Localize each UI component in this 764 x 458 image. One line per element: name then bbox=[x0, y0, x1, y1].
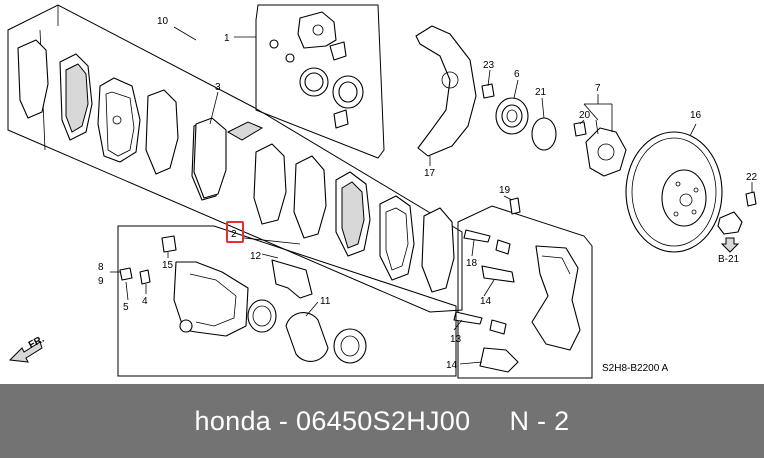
seal-kit-box bbox=[255, 4, 385, 159]
callout-5: 5 bbox=[123, 302, 129, 313]
callout-13: 13 bbox=[450, 334, 462, 345]
figure-code: S2H8-B2200 A bbox=[602, 363, 668, 374]
callout-12: 12 bbox=[250, 251, 262, 262]
hub-bearing bbox=[495, 97, 529, 135]
part-number-banner: honda - 06450S2HJ00 N - 2 bbox=[0, 384, 764, 458]
callout-14-upper: 14 bbox=[480, 296, 492, 307]
callout-23: 23 bbox=[483, 60, 495, 71]
screw-22 bbox=[745, 191, 757, 207]
callout-21: 21 bbox=[535, 87, 547, 98]
callout-10: 10 bbox=[157, 16, 169, 27]
callout-11: 11 bbox=[320, 296, 331, 307]
brake-disc bbox=[625, 131, 723, 253]
callout-22: 22 bbox=[746, 172, 758, 183]
ref-b21: B-21 bbox=[718, 254, 740, 265]
wear-indicator-clip bbox=[226, 121, 264, 141]
b21-arrow-icon bbox=[720, 237, 740, 253]
hub-bolt-20 bbox=[573, 121, 587, 137]
callout-9: 9 bbox=[98, 276, 104, 287]
callout-8: 8 bbox=[98, 262, 104, 273]
callout-15: 15 bbox=[162, 260, 174, 271]
brake-pad-set-right bbox=[253, 143, 455, 293]
front-label: FR. bbox=[27, 334, 47, 351]
callout-4: 4 bbox=[142, 296, 148, 307]
callout-16: 16 bbox=[690, 110, 702, 121]
callout-19: 19 bbox=[499, 185, 511, 196]
callout-2: 2 bbox=[231, 229, 237, 240]
callout-14-lower: 14 bbox=[446, 360, 458, 371]
callout-6: 6 bbox=[514, 69, 520, 80]
callout-1: 1 bbox=[224, 33, 230, 44]
callout-7: 7 bbox=[595, 83, 601, 94]
part-number-text: honda - 06450S2HJ00 N - 2 bbox=[194, 405, 570, 436]
hub-nut bbox=[717, 211, 743, 235]
front-direction-arrow-icon bbox=[8, 341, 43, 363]
brake-pad-set-left bbox=[17, 39, 225, 201]
snap-ring bbox=[531, 117, 557, 151]
callout-18: 18 bbox=[466, 258, 478, 269]
callout-labels: 1 10 3 2 23 6 21 7 20 16 17 22 19 18 14 … bbox=[27, 16, 758, 374]
wheel-hub bbox=[585, 119, 627, 177]
callout-20: 20 bbox=[579, 110, 591, 121]
callout-2-highlight bbox=[226, 221, 244, 243]
caliper-bracket-box bbox=[453, 197, 593, 379]
splash-shield bbox=[415, 25, 477, 157]
caliper-body-box bbox=[117, 225, 457, 377]
bolt-23 bbox=[481, 83, 495, 99]
brake-parts-diagram: 1 10 3 2 23 6 21 7 20 16 17 22 19 18 14 … bbox=[7, 4, 758, 379]
callout-3: 3 bbox=[215, 82, 221, 93]
pad-shim bbox=[193, 117, 227, 199]
leader-lines bbox=[110, 26, 753, 365]
callout-17: 17 bbox=[424, 168, 436, 179]
